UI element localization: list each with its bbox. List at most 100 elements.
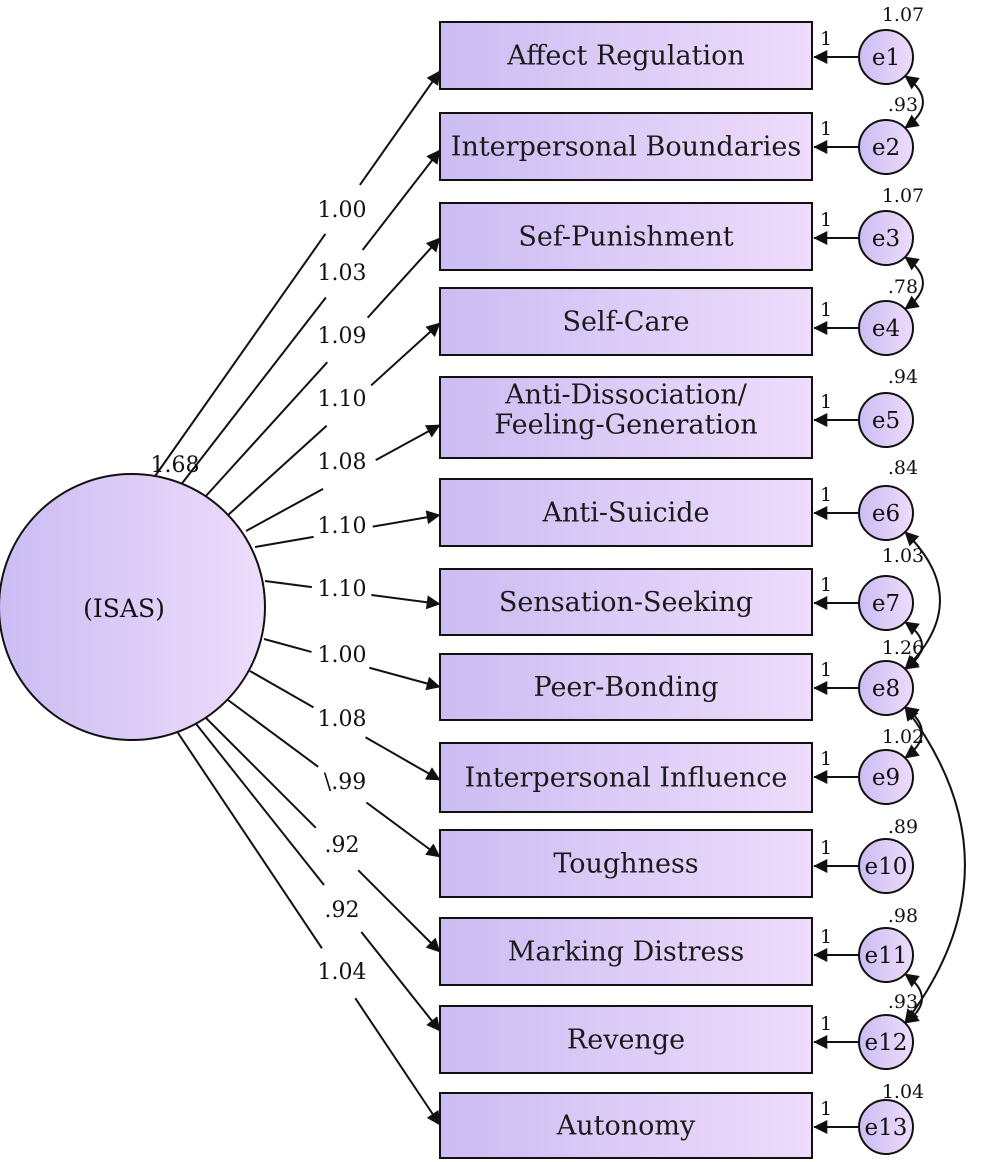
error-variance: 1.26	[882, 637, 924, 659]
latent-label: (ISAS)	[83, 594, 165, 623]
fixed-one-label: 1	[820, 299, 832, 321]
fixed-one-label: 1	[820, 28, 832, 50]
indicator-box-affect-regulation: Affect Regulation	[439, 21, 813, 90]
loading-path-anti-suicide	[254, 535, 314, 548]
loading-label-interpersonal-boundaries: 1.03	[318, 261, 367, 286]
error-term-e7: e71.03	[858, 545, 924, 631]
indicator-label: Feeling-Generation	[494, 410, 757, 441]
loading-label-affect-regulation: 1.00	[318, 198, 367, 223]
error-term-e12: e12 .93	[858, 991, 918, 1070]
loading-arrow-revenge	[360, 931, 441, 1032]
loading-path-interpersonal-influence	[249, 670, 314, 709]
error-term-e13: e13 1.04	[858, 1081, 924, 1155]
error-label: e13	[865, 1115, 908, 1141]
loading-arrow-sef-punishment	[366, 237, 441, 319]
loading-arrow-affect-regulation	[359, 70, 441, 186]
fixed-one-label: 1	[820, 926, 832, 948]
error-label: e10	[865, 854, 908, 880]
loading-arrow-autonomy	[354, 997, 441, 1126]
fixed-one-label: 1	[820, 1098, 832, 1120]
loading-label-sensation-seeking: 1.10	[318, 577, 367, 602]
error-variance: .84	[888, 457, 918, 479]
error-variance: .78	[888, 276, 918, 298]
indicator-box-peer-bonding: Peer-Bonding	[439, 653, 813, 721]
indicator-box-sef-punishment: Sef-Punishment	[439, 202, 813, 271]
error-label: e11	[865, 943, 908, 969]
fixed-one-label: 1	[820, 209, 832, 231]
error-term-e6: e6 .84	[858, 457, 918, 541]
indicator-box-interpersonal-influence: Interpersonal Influence	[439, 742, 813, 813]
indicator-box-autonomy: Autonomy	[439, 1092, 813, 1159]
error-label: e3	[872, 226, 900, 252]
fixed-one-label: 1	[820, 118, 832, 140]
error-variance: .94	[888, 366, 918, 388]
error-variance: 1.04	[882, 1081, 924, 1103]
error-label: e6	[872, 501, 900, 527]
loading-label-self-care: 1.10	[318, 387, 367, 412]
error-term-e2: e2.93	[858, 94, 918, 175]
error-variance: .93	[888, 94, 918, 116]
loading-label-revenge: .92	[325, 898, 360, 923]
error-term-e9: e91.02	[858, 726, 924, 805]
indicator-box-interpersonal-boundaries: Interpersonal Boundaries	[439, 112, 813, 181]
indicator-label: Sef-Punishment	[518, 222, 733, 253]
loading-label-anti-dissociation-feeling-generation: 1.08	[318, 450, 367, 475]
covariance-e3-e4	[904, 256, 924, 310]
loading-path-interpersonal-boundaries	[179, 296, 327, 487]
error-term-e4: e4.78	[858, 276, 918, 356]
loading-arrow-toughness	[365, 801, 441, 858]
error-variance: .93	[888, 991, 918, 1013]
loading-arrow-peer-bonding	[369, 666, 441, 691]
error-label: e5	[872, 408, 900, 434]
fixed-one-label: 1	[820, 837, 832, 859]
indicator-label: Interpersonal Boundaries	[451, 132, 801, 163]
fixed-one-label: 1	[820, 748, 832, 770]
indicator-box-sensation-seeking: Sensation-Seeking	[439, 568, 813, 636]
error-term-e3: e3 1.07	[858, 185, 924, 266]
loading-path-self-care	[226, 424, 328, 517]
loading-label-interpersonal-influence: 1.08	[318, 707, 367, 732]
indicator-label: Toughness	[553, 849, 698, 880]
indicator-box-self-care: Self-Care	[439, 287, 813, 356]
indicator-label: Sensation-Seeking	[499, 587, 753, 618]
loading-labels: 1.00 1.03 1.09 1.10 1.08 1.10 1.10 1.00 1.08 \.99…	[318, 198, 367, 985]
loading-label-peer-bonding: 1.00	[318, 643, 367, 668]
loading-path-toughness	[227, 699, 319, 768]
indicator-box-anti-suicide: Anti-Suicide	[439, 478, 813, 547]
indicator-label: Anti-Dissociation/	[504, 380, 748, 411]
indicator-box-revenge: Revenge	[439, 1005, 813, 1074]
loading-label-anti-suicide: 1.10	[318, 514, 367, 539]
loading-label-sef-punishment: 1.09	[318, 324, 367, 349]
error-variance: 1.07	[882, 185, 924, 207]
error-terms: e11.07e2.93e31.07e4.78e5.94e6.84e71.03e8…	[858, 4, 924, 1155]
loading-path-peer-bonding	[263, 638, 312, 653]
indicator-label: Interpersonal Influence	[465, 763, 788, 794]
error-variance: .98	[888, 905, 918, 927]
indicator-label: Revenge	[567, 1025, 685, 1056]
loading-arrow-interpersonal-boundaries	[361, 149, 441, 251]
loading-label-toughness: \.99	[324, 770, 366, 795]
covariance-e11-e12	[904, 973, 923, 1024]
latent-factor: (ISAS) 1.68	[0, 453, 266, 741]
loading-path-autonomy	[175, 729, 323, 949]
fixed-one-label: 1	[820, 391, 832, 413]
loading-label-marking-distress: .92	[325, 833, 360, 858]
loading-arrow-sensation-seeking	[371, 593, 441, 610]
error-label: e1	[872, 45, 900, 71]
indicator-label: Marking Distress	[508, 937, 745, 968]
loading-paths	[152, 70, 441, 1126]
loading-path-revenge	[192, 719, 325, 886]
error-term-e10: e10.89	[858, 816, 918, 894]
error-label: e12	[865, 1030, 908, 1056]
error-variance: 1.07	[882, 4, 924, 26]
loading-arrow-interpersonal-influence	[365, 736, 441, 781]
indicator-label: Affect Regulation	[506, 41, 745, 72]
covariance-e8-e12	[904, 706, 966, 1024]
error-variance: 1.02	[882, 726, 924, 748]
indicator-label: Autonomy	[556, 1111, 696, 1142]
error-label: e8	[872, 676, 900, 702]
error-term-e8: e8 1.26	[858, 637, 924, 716]
error-term-e1: e1 1.07	[858, 4, 924, 85]
